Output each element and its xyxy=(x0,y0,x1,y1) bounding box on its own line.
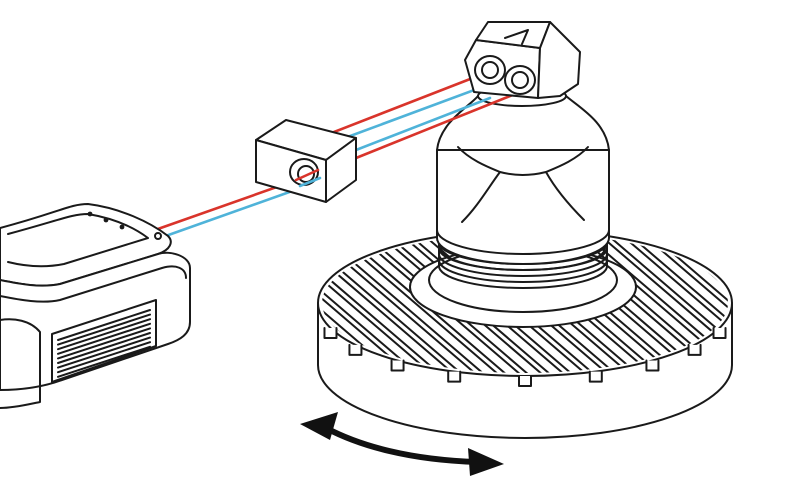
spindle-body-band xyxy=(436,229,610,255)
beam-red-through xyxy=(294,168,320,182)
table-slot-line xyxy=(494,233,728,373)
table-slot-line xyxy=(322,233,476,373)
laser-unit-vent-slats xyxy=(57,309,151,378)
beam-blue-mid xyxy=(354,96,492,152)
spindle-body xyxy=(436,149,610,265)
retro-reflector-target-icon xyxy=(464,21,581,99)
vent-slat xyxy=(57,341,151,374)
rim-notch xyxy=(588,370,603,383)
table-slot-line xyxy=(538,233,728,373)
spindle-body-band-2 xyxy=(440,247,606,271)
rotation-arrow-head-left xyxy=(300,412,338,440)
table-slot-line xyxy=(322,233,534,373)
table-slot-line xyxy=(322,233,512,373)
vent-slat xyxy=(57,336,151,369)
beam-red-upper xyxy=(332,72,485,134)
laser-unit-front-edge xyxy=(0,265,187,303)
table-slot-line xyxy=(546,233,728,373)
vent-slat xyxy=(57,332,151,364)
rotation-double-arrow-icon xyxy=(300,412,504,476)
table-slot-line xyxy=(322,233,556,373)
table-slot-line xyxy=(322,233,520,373)
table-slot-line xyxy=(516,233,728,373)
table-slot-line xyxy=(322,233,468,373)
spindle-ring xyxy=(438,265,608,289)
beam-blue-lower xyxy=(158,182,314,240)
vent-slat xyxy=(57,345,151,378)
table-slot-line xyxy=(524,233,728,373)
rotary-table-rim-notches xyxy=(323,326,727,387)
vent-slat xyxy=(57,313,151,346)
reflector-side xyxy=(537,21,581,99)
rim-notch xyxy=(518,375,532,387)
reflector-notch xyxy=(504,29,529,45)
table-slot-line xyxy=(582,233,728,373)
vent-slat xyxy=(57,322,151,355)
laser-unit-top-panel xyxy=(7,213,149,268)
rim-notch xyxy=(712,326,727,339)
beam-red-mid xyxy=(354,90,522,160)
spindle-ring xyxy=(438,253,608,277)
laser-unit-emitter xyxy=(154,232,162,240)
beam-blue-through xyxy=(298,176,322,188)
table-slot-line xyxy=(322,233,542,373)
table-slot-line xyxy=(502,233,728,373)
table-slot-line xyxy=(568,233,728,373)
rotation-arrow-head-right xyxy=(468,448,504,476)
table-slot-line xyxy=(322,233,490,373)
reflector-port-right-inner xyxy=(511,71,529,89)
laser-unit-side xyxy=(0,318,41,409)
rim-notch xyxy=(323,326,338,339)
rim-notch xyxy=(447,370,462,383)
rim-notch xyxy=(687,343,702,356)
rim-notch xyxy=(348,343,363,356)
table-slot-line xyxy=(322,233,498,373)
spindle-ring xyxy=(438,259,608,283)
vent-slat xyxy=(57,318,151,351)
rotation-arrow-arc xyxy=(323,425,481,465)
reflector-port-left-inner xyxy=(481,61,499,79)
status-dot-3 xyxy=(119,224,125,230)
status-dot-1 xyxy=(87,211,93,217)
spindle-facet-center xyxy=(499,171,547,176)
status-dot-2 xyxy=(103,217,109,223)
rim-notch xyxy=(390,359,405,372)
beam-splitter-optic-icon xyxy=(255,119,357,203)
vent-slat xyxy=(57,309,151,341)
vent-slat xyxy=(57,327,151,360)
spindle-head-icon xyxy=(409,85,637,328)
rim-notch xyxy=(645,359,660,372)
optic-side xyxy=(325,137,357,203)
laser-emitter-unit-icon xyxy=(0,203,191,409)
table-slot-line xyxy=(560,233,728,373)
